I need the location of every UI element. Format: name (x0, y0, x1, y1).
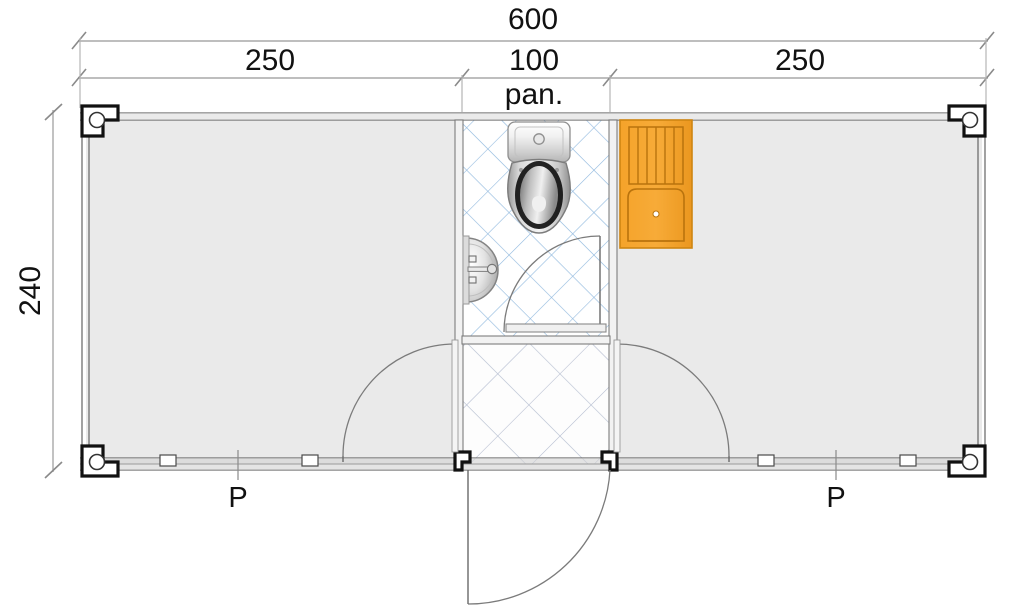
vestibule-floor (462, 344, 610, 464)
dimension-segment-mid-label: 100 (509, 44, 559, 77)
post-annotation-left: P (228, 450, 248, 514)
kitchenette-sink-unit (619, 119, 693, 249)
post-annotation-right: P (826, 450, 846, 514)
room-label-pan: pan. (505, 78, 563, 111)
corner-casting-icon-top-left (80, 104, 120, 138)
door-swing-icon-right-room (613, 339, 730, 462)
wall-right (977, 113, 986, 470)
door-swing-icon-bathroom (503, 235, 607, 333)
corner-casting-icon-bottom-left (80, 444, 120, 478)
post-annotation-right-label: P (826, 482, 845, 514)
panel-joint-icon-group (159, 454, 917, 467)
dimension-left-height: 240 (14, 103, 63, 479)
corner-casting-icon-top-right (947, 104, 987, 138)
dimension-overall-width-label: 600 (508, 3, 558, 36)
door-swing-icon-left-room (342, 339, 459, 462)
partition-wall-bathroom-divider (461, 335, 611, 345)
wall-top (80, 112, 986, 121)
washbasin-fixture (462, 235, 499, 305)
partition-base-blocks (453, 450, 619, 472)
wall-bottom (80, 457, 986, 471)
corner-casting-icon-bottom-right (947, 444, 987, 478)
toilet-fixture (507, 121, 571, 234)
dimension-overall-height-label: 240 (14, 266, 47, 316)
room-left (86, 120, 458, 464)
post-annotation-left-label: P (228, 482, 247, 514)
extension-lines (79, 38, 987, 112)
wall-left (81, 113, 90, 470)
dimension-segment-left-label: 250 (245, 44, 295, 77)
dimension-top-overall: 600 (71, 3, 995, 50)
door-swing-icon-entrance (467, 469, 611, 605)
dimension-segment-right-label: 250 (775, 44, 825, 77)
